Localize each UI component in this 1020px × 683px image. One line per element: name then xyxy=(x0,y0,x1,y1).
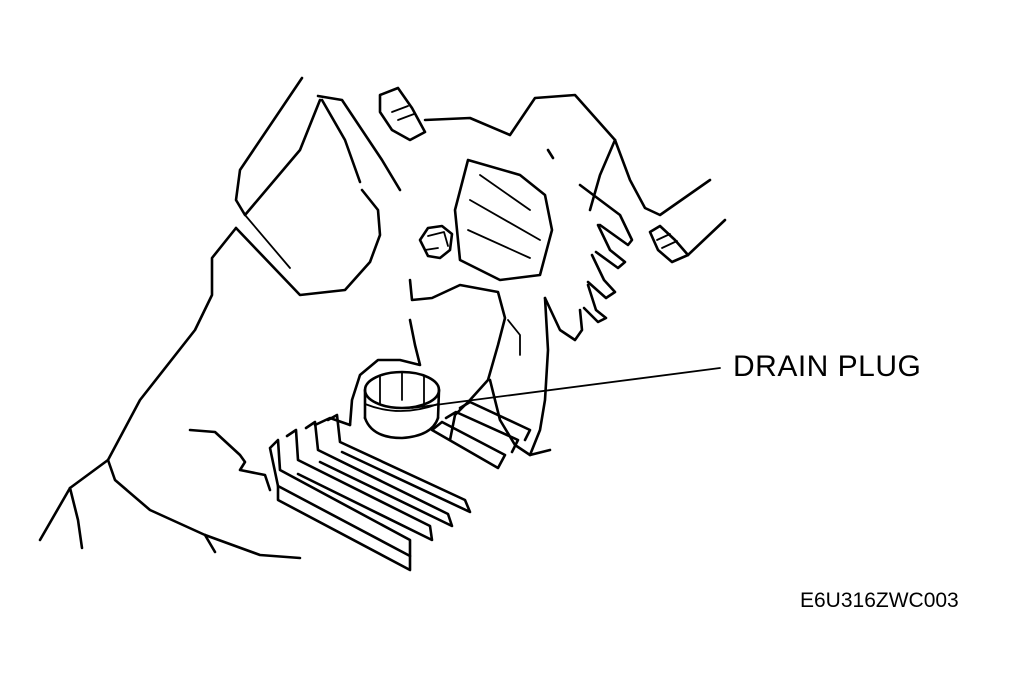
case-ribs xyxy=(453,158,634,324)
drain-plug xyxy=(363,370,441,440)
oil-pan-body xyxy=(188,278,584,492)
drain-plug-label: DRAIN PLUG xyxy=(733,350,922,383)
bolt xyxy=(418,224,454,260)
callout-leader-line xyxy=(411,367,721,409)
pan-fins xyxy=(268,400,532,572)
transmission-housing xyxy=(38,76,402,560)
case-upper-flange xyxy=(378,86,727,264)
figure-code: E6U316ZWC003 xyxy=(800,589,959,612)
